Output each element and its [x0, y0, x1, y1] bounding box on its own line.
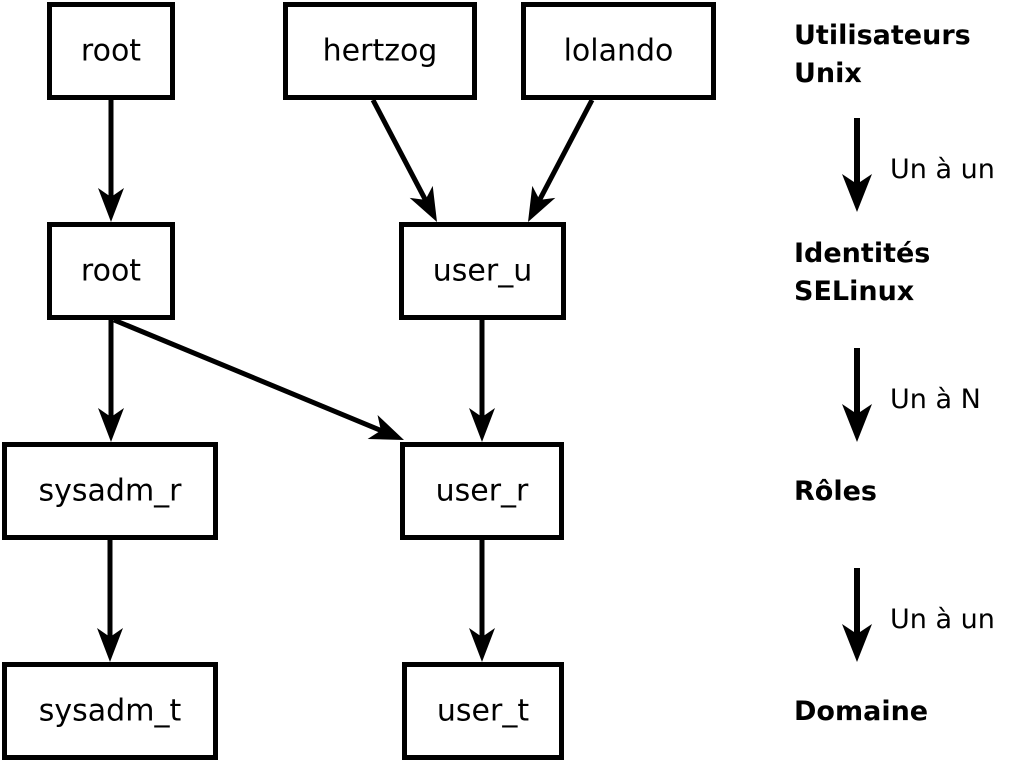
node-label: root	[81, 34, 141, 69]
node-id-root[interactable]: root	[47, 222, 175, 320]
node-label: user_r	[436, 474, 529, 509]
legend-stage-line: SELinux	[794, 276, 914, 307]
node-unix-lolando[interactable]: lolando	[521, 2, 716, 100]
edge-line	[370, 98, 431, 207]
edges-layer	[97, 98, 595, 662]
arrowhead-icon	[842, 174, 872, 212]
arrowhead-icon	[367, 414, 404, 440]
arrowhead-icon	[97, 628, 123, 662]
node-dom-user[interactable]: user_t	[402, 662, 564, 760]
legend-relation-label: Un à un	[890, 154, 995, 185]
legend-stage-line: Utilisateurs	[794, 20, 971, 51]
edge-lolando-to-user-u	[528, 98, 595, 222]
node-unix-root[interactable]: root	[47, 2, 175, 100]
node-box[interactable]	[2, 662, 218, 760]
node-box[interactable]	[402, 662, 564, 760]
legend-relation-one-to-n-role: Un à N	[842, 348, 981, 442]
node-label: sysadm_t	[39, 694, 182, 729]
legend-stage-line: Unix	[794, 58, 862, 89]
node-box[interactable]	[47, 222, 175, 320]
arrowhead-icon	[842, 404, 872, 442]
node-label: root	[81, 254, 141, 289]
node-label: user_t	[437, 694, 529, 729]
edge-user-u-to-user-r	[469, 320, 495, 442]
node-box[interactable]	[47, 2, 175, 100]
legend-stage-line: Domaine	[794, 696, 928, 727]
arrowhead-icon	[98, 188, 124, 222]
legend-relation-label: Un à un	[890, 604, 995, 635]
node-box[interactable]	[2, 442, 218, 540]
edge-id-root-to-sysadm-r	[98, 320, 124, 442]
edge-hertzog-to-user-u	[370, 98, 437, 222]
arrowhead-icon	[409, 185, 437, 222]
legend-stage-line: Rôles	[794, 476, 877, 507]
node-label: hertzog	[323, 34, 438, 69]
edge-unix-root-to-id-root	[98, 100, 124, 222]
edge-line	[534, 98, 595, 207]
node-label: sysadm_r	[39, 474, 183, 509]
node-box[interactable]	[521, 2, 716, 100]
node-label: user_u	[433, 254, 532, 289]
node-box[interactable]	[399, 222, 566, 320]
arrowhead-icon	[469, 628, 495, 662]
arrowhead-icon	[469, 408, 495, 442]
legend-stage-roles: Rôles	[794, 476, 877, 507]
legend-relation-one-to-one-domain: Un à un	[842, 568, 995, 662]
arrowhead-icon	[528, 185, 556, 222]
node-dom-sysadm[interactable]: sysadm_t	[2, 662, 218, 760]
node-box[interactable]	[400, 442, 564, 540]
legend-stage-domain: Domaine	[794, 696, 928, 727]
arrowhead-icon	[98, 408, 124, 442]
node-id-user-u[interactable]: user_u	[399, 222, 566, 320]
node-unix-hertzog[interactable]: hertzog	[283, 2, 477, 100]
legend-stage-line: Identités	[794, 238, 930, 269]
edge-line	[113, 317, 388, 436]
arrowhead-icon	[842, 624, 872, 662]
node-label: lolando	[564, 34, 674, 69]
edge-user-r-to-user-t	[469, 540, 495, 662]
node-box[interactable]	[283, 2, 477, 100]
node-role-sysadm[interactable]: sysadm_r	[2, 442, 218, 540]
node-role-user[interactable]: user_r	[400, 442, 564, 540]
edge-sysadm-r-to-sysadm-t	[97, 540, 123, 662]
legend-relation-label: Un à N	[890, 384, 981, 415]
legend-relation-one-to-one-identity: Un à un	[842, 118, 995, 212]
edge-id-root-to-user-r	[113, 317, 404, 440]
